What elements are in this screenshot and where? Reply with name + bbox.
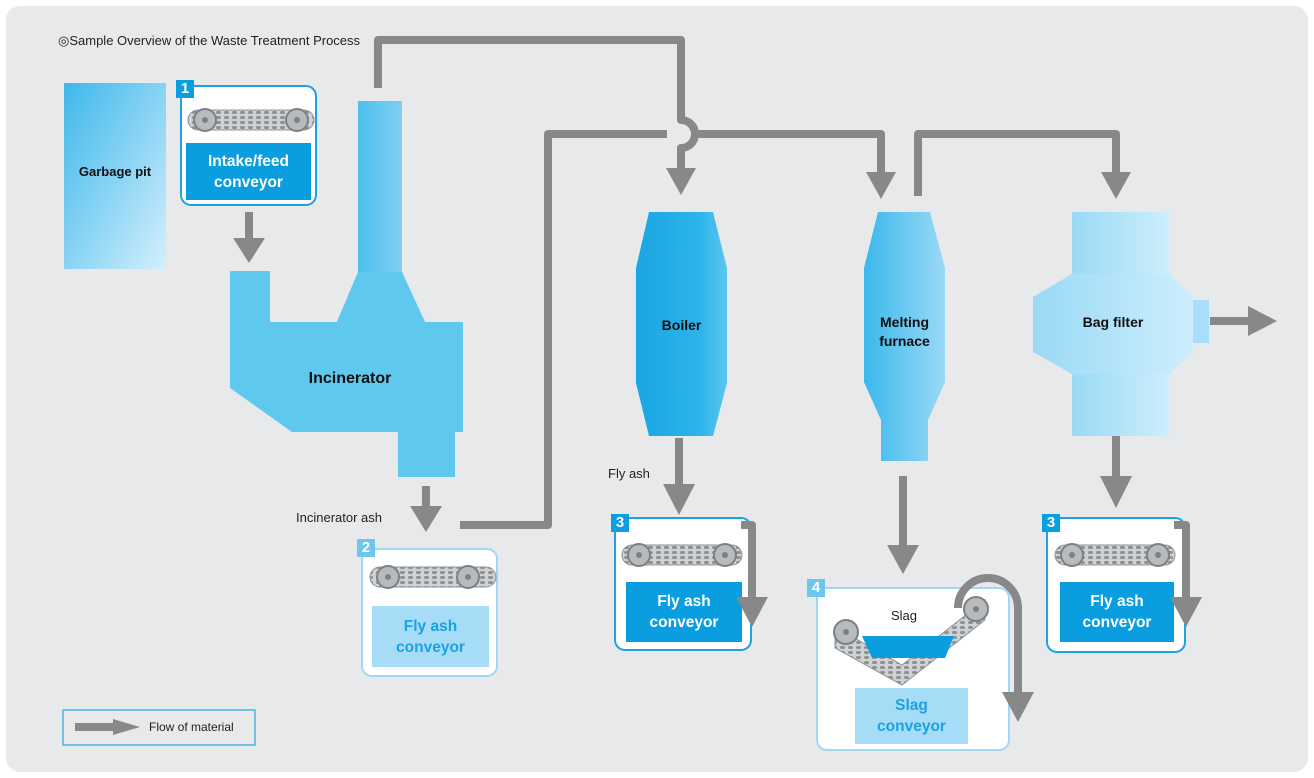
discharge-lines (741, 521, 1190, 693)
fly-ash-label: Fly ash (608, 466, 650, 481)
conveyor-box-3b (1042, 514, 1186, 653)
conveyor-number-3a: 3 (615, 514, 625, 531)
conveyor-box-2 (357, 539, 498, 677)
boiler-label: Boiler (661, 317, 702, 333)
incinerator-ash-label: Incinerator ash (296, 510, 382, 525)
garbage-pit-label: Garbage pit (78, 164, 152, 179)
conveyor-box-4 (807, 579, 1010, 751)
garbage-pit-shape (64, 83, 166, 269)
conveyor-number-3b: 3 (1046, 514, 1056, 531)
bag-filter-fly-ash-conveyor-label: Fly ash conveyor (1082, 593, 1152, 631)
legend-box (62, 709, 256, 746)
boiler-shape (636, 212, 727, 436)
incinerator-ash-conveyor-label: Fly ash conveyor (396, 617, 465, 656)
flow-lines (75, 36, 1250, 731)
legend-label: Flow of material (149, 720, 234, 734)
bag-filter-shape (1033, 212, 1209, 436)
bag-filter-label: Bag filter (1082, 314, 1144, 330)
incinerator-label: Incinerator (308, 370, 392, 387)
intake-conveyor-label: Intake/feed conveyor (208, 152, 289, 191)
conveyor-number-1: 1 (180, 80, 190, 97)
incinerator-shape (230, 101, 463, 477)
melting-furnace-label: Melting furnace (879, 314, 930, 349)
conveyor-box-1 (176, 80, 317, 206)
discharge-arrowheads (736, 597, 1202, 722)
boiler-fly-ash-conveyor-label: Fly ash conveyor (649, 593, 719, 631)
slag-conveyor-label: Slag conveyor (877, 697, 946, 735)
page-title: ◎Sample Overview of the Waste Treatment … (58, 33, 361, 48)
conveyor-number-4: 4 (811, 579, 821, 596)
conveyor-box-3a (611, 514, 752, 651)
melting-furnace-shape (864, 212, 945, 461)
slag-label: Slag (891, 608, 918, 623)
flow-arrowheads (113, 168, 1277, 735)
conveyor-number-2: 2 (361, 539, 371, 556)
